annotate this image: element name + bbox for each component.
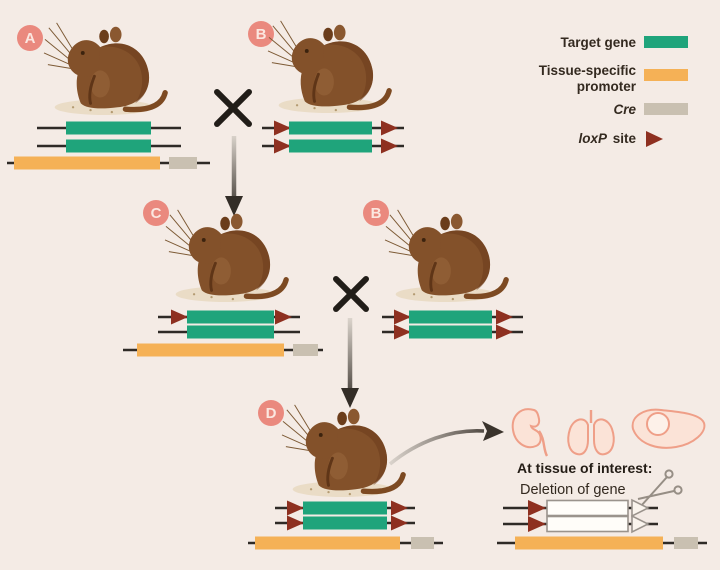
target-gene-bar: [409, 325, 492, 339]
loxp-triangle-icon: [391, 515, 408, 531]
excised-loxp-triangle-icon: [631, 498, 650, 518]
legend-loxp-label-rest: site: [613, 131, 637, 146]
target-gene-bar: [187, 325, 274, 339]
loxp-triangle-icon: [528, 500, 546, 516]
tissue-panel: At tissue of interest: Deletion of gene: [497, 408, 707, 550]
cre-bar: [674, 537, 698, 549]
mouse-c-genotype: [123, 309, 323, 357]
badge-d-letter: D: [266, 405, 277, 422]
liver-icon: [631, 408, 706, 449]
target-gene-bar: [409, 310, 492, 324]
target-gene-bar: [289, 139, 372, 153]
promoter-bar: [14, 156, 160, 170]
mouse-d-group: D: [248, 400, 443, 550]
cross-icon: [333, 276, 369, 312]
legend-loxp-triangle-icon: [646, 131, 663, 147]
mouse-b-top-group: B: [248, 21, 404, 154]
kidney-icon: [511, 408, 549, 457]
loxp-triangle-icon: [528, 516, 546, 532]
deleted-genotype: [497, 498, 707, 550]
loxp-triangle-icon: [381, 138, 398, 154]
loxp-triangle-icon: [391, 500, 408, 516]
mouse-d-genotype: [248, 500, 443, 550]
badge-b-top-letter: B: [256, 26, 267, 43]
target-gene-bar: [187, 310, 274, 324]
legend-tissue-specific-label-line1: Tissue-specific: [539, 63, 637, 78]
badge-b-mid-letter: B: [371, 205, 382, 222]
loxp-triangle-icon: [274, 120, 291, 136]
mouse-b-mid-genotype: [382, 309, 523, 340]
badge-b-top: B: [248, 21, 274, 47]
mouse-a-group: A: [7, 23, 210, 170]
target-gene-bar: [303, 516, 387, 530]
badge-c-letter: C: [151, 205, 162, 222]
mouse-b-top-genotype: [262, 120, 404, 154]
lungs-icon: [567, 410, 615, 456]
mouse-a-genotype: [7, 121, 210, 170]
curved-arrow-icon: [388, 421, 504, 466]
loxp-triangle-icon: [394, 309, 411, 325]
arrow-down-icon: [225, 136, 243, 216]
badge-d: D: [258, 400, 284, 426]
target-gene-bar: [303, 501, 387, 515]
badge-c: C: [143, 200, 169, 226]
target-gene-bar: [289, 121, 372, 135]
cross-icon: [214, 89, 252, 127]
excised-loxp-triangle-icon: [631, 514, 650, 534]
mouse-b-mid-group: B: [363, 200, 523, 340]
mouse-c-group: C: [123, 200, 323, 357]
legend-promoter-swatch: [644, 69, 688, 81]
legend-tissue-specific-label-line2: promoter: [577, 79, 637, 94]
promoter-bar: [137, 343, 284, 357]
cre-bar: [411, 537, 434, 549]
scissors-icon: [637, 469, 683, 507]
legend: Target gene Tissue-specific promoter Cre…: [539, 35, 688, 147]
tissue-heading: At tissue of interest:: [517, 460, 652, 476]
legend-cre-label: Cre: [613, 102, 636, 117]
deleted-gene-box: [546, 499, 629, 517]
badge-a: A: [17, 25, 43, 51]
deleted-gene-box: [546, 515, 629, 533]
loxp-triangle-icon: [274, 138, 291, 154]
loxp-triangle-icon: [381, 120, 398, 136]
loxp-triangle-icon: [496, 324, 513, 340]
loxp-triangle-icon: [275, 309, 292, 325]
badge-b-mid: B: [363, 200, 389, 226]
loxp-triangle-icon: [496, 309, 513, 325]
loxp-triangle-icon: [287, 515, 304, 531]
target-gene-bar: [66, 121, 151, 135]
loxp-triangle-icon: [394, 324, 411, 340]
legend-target-gene-label: Target gene: [560, 35, 636, 50]
loxp-triangle-icon: [287, 500, 304, 516]
promoter-bar: [255, 536, 400, 550]
badge-a-letter: A: [25, 30, 36, 47]
cre-bar: [293, 344, 318, 356]
arrow-down-icon: [341, 318, 359, 408]
legend-loxp-label-italic: loxP: [578, 131, 608, 146]
target-gene-bar: [66, 139, 151, 153]
deletion-label: Deletion of gene: [520, 482, 626, 498]
promoter-bar: [515, 536, 663, 550]
cre-bar: [169, 157, 197, 169]
loxp-triangle-icon: [171, 309, 188, 325]
legend-cre-swatch: [644, 103, 688, 115]
legend-target-gene-swatch: [644, 36, 688, 48]
